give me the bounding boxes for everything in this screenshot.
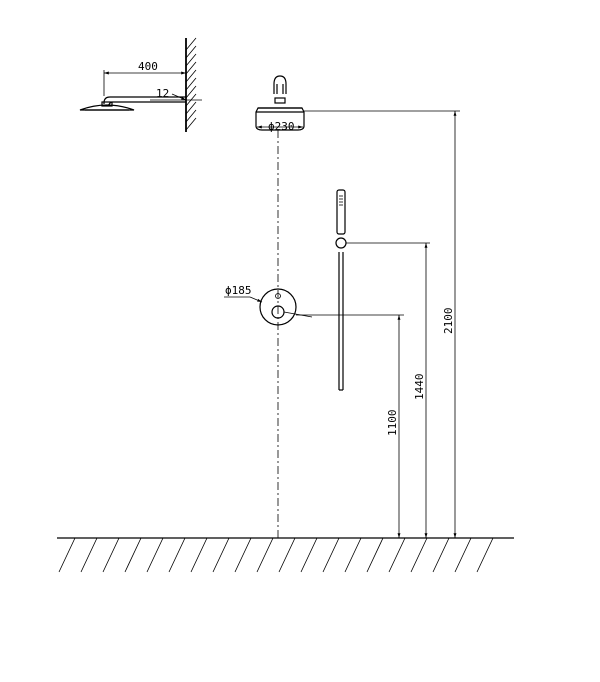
front-view-shower-head: ϕ230: [255, 75, 305, 133]
floor-hatch-line: [146, 537, 164, 573]
valve-height-label: 1100: [386, 410, 399, 437]
floor-hatch-line: [80, 537, 98, 573]
floor-hatch-line: [454, 537, 472, 573]
floor-hatch-line: [388, 537, 406, 573]
side-view-shower-arm: 400 12: [79, 37, 202, 132]
wall-hatching: [185, 37, 197, 131]
floor-hatch-line: [344, 537, 362, 573]
hand-shower-holder: [335, 237, 347, 249]
shower-head-side: [79, 104, 135, 111]
floor-hatch-line: [102, 537, 120, 573]
valve-spout-line: [283, 311, 313, 318]
floor-hatch-line: [168, 537, 186, 573]
valve-diameter-leader: [249, 296, 263, 303]
arm-offset-label: 12: [156, 87, 169, 100]
floor-hatch-line: [366, 537, 384, 573]
head-connector: [101, 101, 113, 107]
floor-hatch-line: [58, 537, 76, 573]
floor-hatching: [58, 537, 494, 573]
arm-length-label: 400: [138, 60, 158, 73]
hand-shower: [335, 189, 347, 391]
valve-indicator: [275, 293, 281, 299]
floor-hatch-line: [322, 537, 340, 573]
floor-hatch-line: [300, 537, 318, 573]
floor-hatch-line: [256, 537, 274, 573]
floor-hatch-line: [278, 537, 296, 573]
shower-head-body: [255, 107, 305, 131]
valve-diameter-label: ϕ185: [225, 284, 252, 297]
hand-shower-head: [336, 189, 346, 235]
floor-hatch-line: [190, 537, 208, 573]
floor-hatch-line: [124, 537, 142, 573]
head-height-label: 2100: [442, 308, 455, 335]
floor: [57, 537, 514, 573]
handheld-height-label: 1440: [413, 374, 426, 401]
floor-hatch-line: [476, 537, 494, 573]
floor-hatch-line: [410, 537, 428, 573]
head-neck: [274, 97, 286, 104]
floor-hatch-line: [212, 537, 230, 573]
valve-plate: ϕ185: [224, 284, 313, 326]
floor-hatch-line: [234, 537, 252, 573]
shower-arm: [103, 96, 186, 107]
arm-elbow: [273, 75, 287, 94]
valve-escutcheon: [259, 288, 297, 326]
floor-hatch-line: [432, 537, 450, 573]
head-diameter-label: ϕ230: [268, 120, 295, 133]
